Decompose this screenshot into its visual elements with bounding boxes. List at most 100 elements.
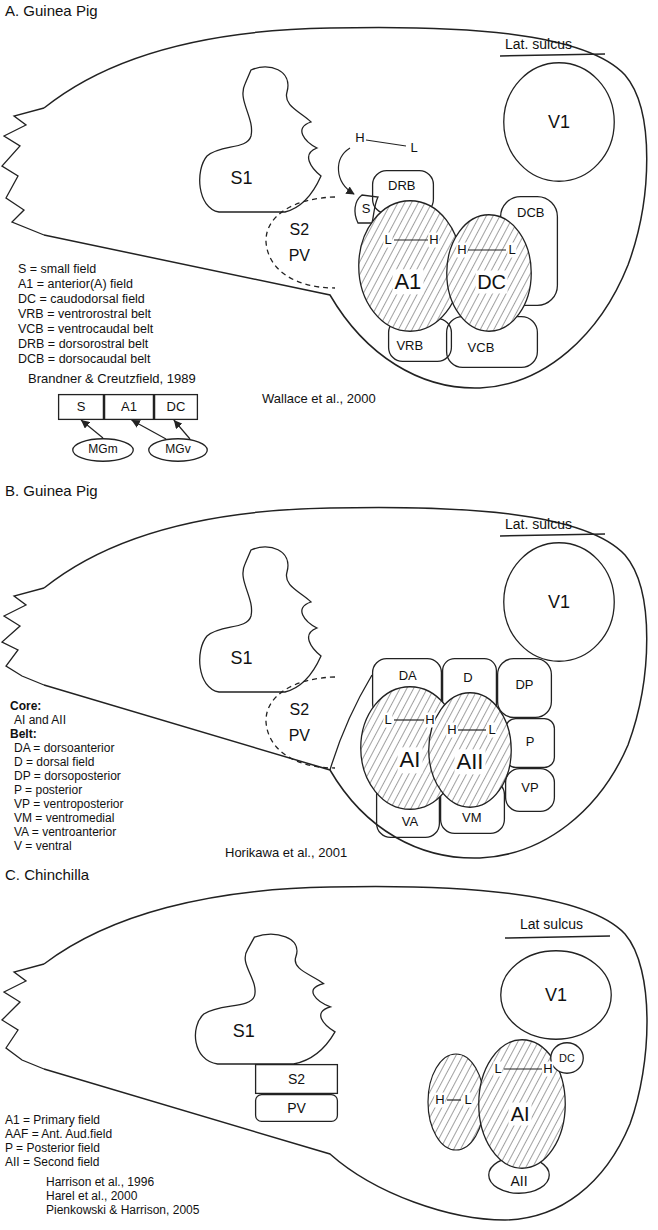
- key-entry: DRB = dorsorostral belt: [18, 337, 148, 351]
- cortical-area: S1: [190, 930, 335, 1064]
- key-entry: P = Posterior field: [5, 1142, 100, 1156]
- text-holder: V1: [545, 985, 567, 1006]
- tonotopy-letter: H: [456, 243, 467, 258]
- field-outline: [73, 439, 134, 462]
- field-outline: [256, 1065, 338, 1094]
- text-holder: A1: [392, 269, 423, 294]
- text-holder: DC: [559, 1052, 575, 1065]
- key-entry: DA = dorsoanterior: [14, 742, 114, 756]
- field-label: DA: [399, 669, 417, 684]
- field-label: D: [463, 670, 472, 685]
- field-label: DC: [475, 271, 508, 294]
- field-outline: [501, 197, 558, 306]
- cortical-area: S1: [195, 62, 321, 212]
- belt-field: DP: [497, 658, 552, 718]
- field-shape: [262, 195, 345, 290]
- field-label: VRB: [396, 339, 423, 354]
- field-label: AI: [398, 748, 423, 773]
- citation: Brandner & Creutzfield, 1989: [28, 372, 196, 387]
- panel-title: C. Chinchilla: [5, 866, 89, 883]
- text-holder: AII: [455, 749, 486, 774]
- group-heading: Belt:: [10, 728, 37, 742]
- text-holder: VA: [402, 814, 418, 829]
- text-holder: A1: [121, 400, 137, 415]
- text-holder: DC: [475, 271, 508, 294]
- sulcus-line: [505, 936, 610, 938]
- sulcus-line: [500, 54, 605, 56]
- field-label: DP: [515, 678, 533, 693]
- key-entry: AII = Second field: [5, 1156, 99, 1170]
- key-entry: A1 = anterior(A) field: [18, 277, 133, 291]
- field-outline: [105, 395, 154, 420]
- field-outline: [266, 677, 335, 768]
- tonotopy-letter: H: [355, 131, 364, 146]
- key-entry: VP = ventroposterior: [14, 798, 124, 812]
- key-entry: V = ventral: [14, 840, 72, 854]
- text-holder: VRB: [396, 339, 423, 354]
- cortical-area: S1: [195, 542, 321, 692]
- dashed-area: S2PV: [262, 195, 345, 290]
- field-ground: [447, 215, 532, 332]
- belt-field: P: [505, 718, 555, 768]
- field-label: V1: [545, 985, 567, 1006]
- field-outline: [389, 319, 452, 362]
- tonotopy-line: [504, 1068, 542, 1069]
- field-shape: [262, 675, 345, 770]
- core-field: DC: [446, 214, 532, 332]
- text-holder: S2PV: [289, 220, 310, 265]
- tonotopy-letter: L: [463, 1093, 472, 1108]
- key-entry: S = small field: [18, 262, 96, 276]
- tonotopy-letter: L: [383, 233, 392, 248]
- field-label: S2: [288, 1071, 305, 1087]
- tonotopy-line: [366, 140, 406, 146]
- field-ground: [551, 1043, 584, 1074]
- field-outline: [551, 1043, 584, 1074]
- field-ground: [428, 1054, 484, 1150]
- text-holder: DC: [167, 400, 186, 415]
- projection-arrow: [81, 420, 103, 438]
- field-label: DC: [559, 1052, 575, 1065]
- dashed-area: S2PV: [262, 675, 345, 770]
- key-entry: DC = caudodorsal field: [18, 292, 145, 306]
- projection-arrow: [132, 420, 167, 439]
- core-field: AII: [428, 692, 512, 808]
- tonotopy-letter: L: [383, 713, 392, 728]
- field-label: S: [77, 400, 86, 415]
- panel-title: B. Guinea Pig: [5, 482, 98, 499]
- field-label: DRB: [388, 178, 415, 193]
- text-holder: V1: [548, 112, 570, 133]
- hatch-fill: [429, 693, 512, 808]
- field-label: AII: [510, 1173, 527, 1189]
- field-label: VCB: [468, 341, 495, 356]
- leader-arrow: [338, 148, 354, 194]
- tonotopy-letter: L: [487, 723, 496, 738]
- thalamic-nucleus: MGm: [72, 438, 134, 462]
- field-outline: [59, 395, 104, 420]
- key-entry: DCB = dorsocaudal belt: [18, 352, 150, 366]
- text-holder: S: [77, 400, 86, 415]
- panel-a-art: [2, 27, 647, 388]
- text-holder: S2PV: [289, 700, 310, 745]
- field-label: V1: [548, 592, 570, 613]
- field-ground: [359, 201, 462, 332]
- key-entry: VM = ventromedial: [14, 812, 114, 826]
- field-label: DC: [167, 400, 186, 415]
- panel-title: A. Guinea Pig: [5, 2, 98, 19]
- group-heading: Core:: [10, 700, 41, 714]
- field-label: PV: [289, 727, 310, 745]
- text-holder: VP: [521, 780, 538, 795]
- text-holder: PV: [287, 1100, 306, 1116]
- text-holder: V1: [548, 592, 570, 613]
- field-outline: [149, 439, 208, 462]
- field-label: S2: [289, 700, 310, 718]
- tonotopy-letter: H: [446, 723, 457, 738]
- tonotopy-line: [458, 729, 486, 730]
- field-label: S1: [233, 1020, 255, 1041]
- text-holder: VM: [462, 810, 482, 825]
- tonotopy-letter: H: [428, 233, 439, 248]
- field-outline: [200, 547, 321, 692]
- field-outline: [504, 63, 615, 182]
- tonotopy-letter: L: [410, 141, 417, 156]
- text-holder: D: [463, 670, 472, 685]
- field-outline: [195, 934, 335, 1064]
